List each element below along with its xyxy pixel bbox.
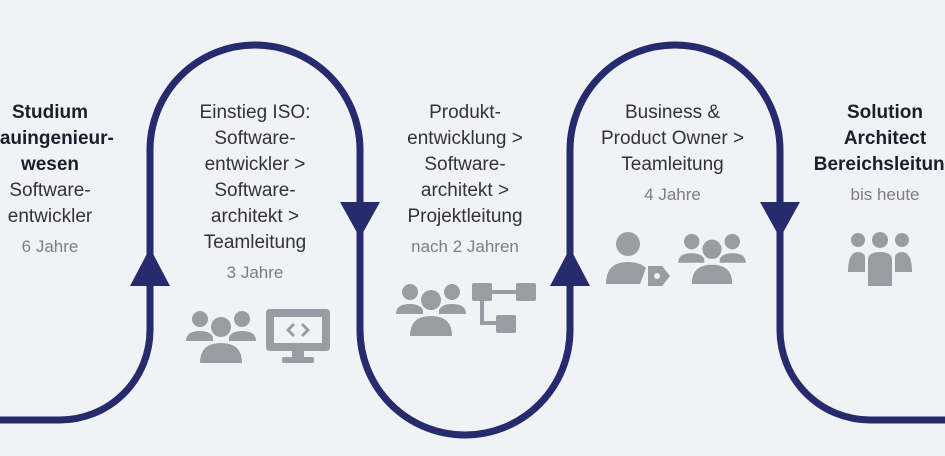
- arrow-up: [130, 248, 170, 286]
- stage-2: Einstieg ISO: Software- entwickler > Sof…: [180, 100, 330, 286]
- stage-1: Studium Bauingenieur- wesen Software- en…: [0, 100, 120, 260]
- team-icon: [848, 232, 912, 286]
- people-group-icon: [186, 311, 256, 363]
- people-group-icon: [396, 284, 466, 336]
- stage-5-title: Solution Architect Bereichsleitung: [813, 102, 945, 175]
- stage-3-title: Produkt- entwicklung > Software- archite…: [407, 102, 523, 227]
- stage-5: Solution Architect Bereichsleitung bis h…: [800, 100, 945, 208]
- people-group-icon: [678, 233, 746, 284]
- stage-2-title: Einstieg ISO: Software- entwickler > Sof…: [199, 102, 311, 253]
- stage-4-title: Business & Product Owner > Teamleitung: [600, 102, 745, 175]
- project-flow-icon: [472, 283, 536, 333]
- stage-1-title: Studium Bauingenieur- wesen: [0, 102, 114, 175]
- stage-1-duration: 6 Jahre: [21, 237, 79, 256]
- stage-3-duration: nach 2 Jahren: [411, 237, 519, 256]
- stage-4-duration: 4 Jahre: [644, 185, 701, 204]
- stage-1-subtitle: Software- entwickler: [7, 180, 93, 227]
- stage-3: Produkt- entwicklung > Software- archite…: [385, 100, 545, 260]
- path-curve: [0, 41, 945, 439]
- stage-4: Business & Product Owner > Teamleitung 4…: [580, 100, 765, 208]
- stage-5-duration: bis heute: [850, 185, 920, 204]
- person-tag-icon: [606, 232, 670, 286]
- arrow-down: [760, 202, 800, 238]
- arrow-down: [340, 202, 380, 238]
- code-monitor-icon: [266, 309, 330, 363]
- stage-2-duration: 3 Jahre: [226, 263, 284, 282]
- arrow-up: [550, 248, 590, 286]
